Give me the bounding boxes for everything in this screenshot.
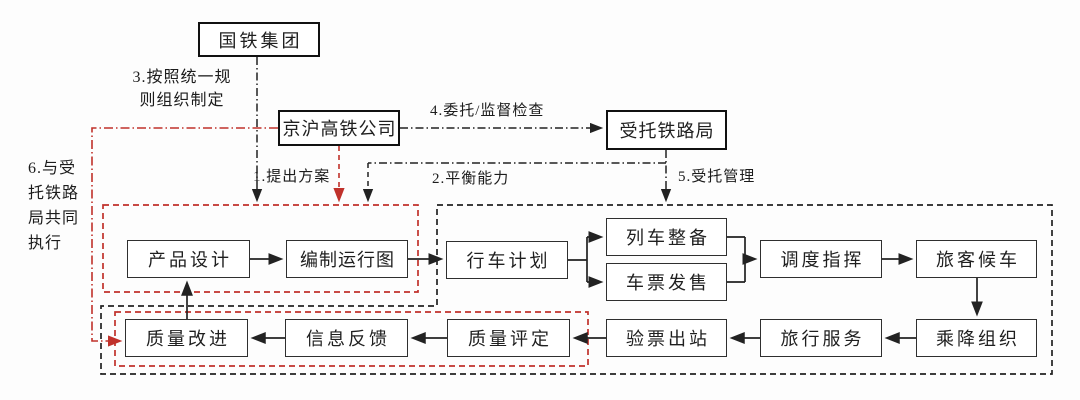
node-quality-assessment: 质量评定 [447,319,570,357]
quality-management-region [114,311,589,367]
node-operation-diagram: 编制运行图 [286,240,408,278]
node-dispatch-command: 调度指挥 [760,240,882,278]
label-flow6-joint-execution: 6.与受 托铁路 局共同 执行 [28,160,80,252]
label-flow3-unified-rules: 3.按照统一规 则组织制定 [132,69,232,109]
node-travel-service: 旅行服务 [760,319,882,357]
node-info-feedback: 信息反馈 [285,319,408,357]
node-ticket-sales: 车票发售 [606,263,727,301]
label-flow1-propose-plan: 1.提出方案 [253,169,331,185]
merge-before-dispatch [727,236,746,283]
node-boarding-organization: 乘降组织 [916,319,1037,357]
label-flow4-entrust-supervise: 4.委托/监督检查 [430,103,545,119]
node-quality-improvement: 质量改进 [125,319,248,357]
flow6-joint-execution [91,127,278,347]
node-train-preparation: 列车整备 [606,218,727,256]
label-flow2-balance-capacity: 2.平衡能力 [432,171,510,187]
node-jinghu-company: 京沪高铁公司 [278,110,400,146]
node-train-plan: 行车计划 [446,241,568,279]
entrusted-execution-region [100,204,1053,375]
label-flow5-entrusted-management: 5.受托管理 [678,169,756,185]
company-planning-region [102,204,419,293]
node-national-railway-group: 国铁集团 [198,22,320,57]
node-product-design: 产品设计 [127,240,250,278]
node-ticket-check-exit: 验票出站 [606,319,727,357]
node-passenger-waiting: 旅客候车 [916,240,1037,278]
split-train-plan [568,237,588,282]
node-entrusted-bureau: 受托铁路局 [606,110,727,150]
